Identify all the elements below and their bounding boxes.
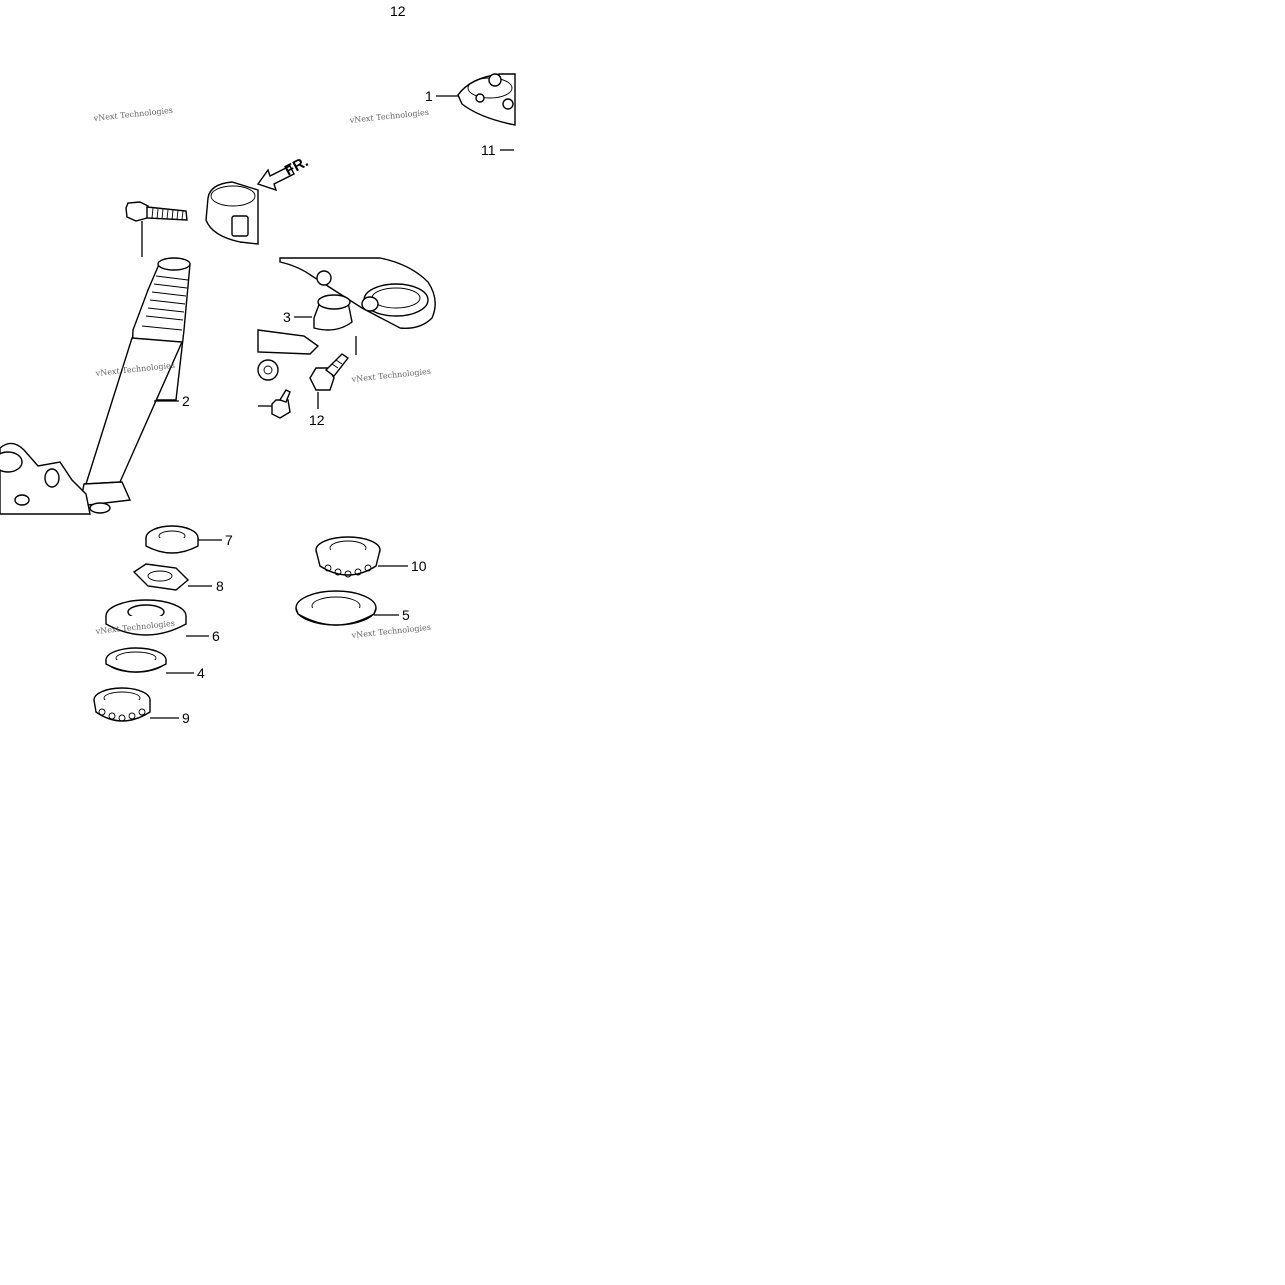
panel-upper: 12 1 11 FR.	[0, 3, 516, 515]
part-6-adjusting-nut[interactable]	[105, 599, 187, 636]
part-2-steering-stem[interactable]	[79, 257, 191, 507]
lower-triple-clamp[interactable]	[0, 442, 111, 515]
part-7-lock-nut[interactable]	[145, 525, 199, 554]
part-3-collar[interactable]	[313, 294, 353, 331]
watermark-2: vNext Technologies	[348, 108, 429, 125]
callout-4[interactable]: 4	[197, 665, 205, 681]
watermark-1: vNext Technologies	[92, 106, 173, 123]
callout-8[interactable]: 8	[216, 578, 224, 594]
callout-2[interactable]: 2	[182, 393, 190, 409]
callout-12[interactable]: 12	[309, 412, 325, 428]
small-bolt[interactable]	[271, 389, 291, 419]
part-9-bearing[interactable]	[93, 687, 151, 722]
panel-lower: 7 8 6 4	[93, 525, 431, 726]
upper-clamp-fragment[interactable]	[205, 181, 259, 245]
callout-7[interactable]: 7	[225, 532, 233, 548]
callout-12-top[interactable]: 12	[390, 3, 406, 19]
part-5-outer-race[interactable]	[295, 590, 377, 626]
watermark-4: vNext Technologies	[350, 367, 431, 384]
part-1-top-cap[interactable]	[457, 73, 516, 126]
callout-6[interactable]: 6	[212, 628, 220, 644]
watermark-6: vNext Technologies	[350, 623, 431, 640]
part-8-lock-washer[interactable]	[132, 563, 190, 591]
part-12-bolt[interactable]	[309, 353, 350, 391]
part-10-bearing[interactable]	[315, 536, 381, 578]
callout-9[interactable]: 9	[182, 710, 190, 726]
part-4-dust-seal[interactable]	[105, 647, 167, 673]
bracket-plate[interactable]	[257, 329, 320, 381]
top-bridge[interactable]	[279, 257, 436, 329]
callout-1[interactable]: 1	[425, 88, 433, 104]
pinch-bolt-upper[interactable]	[125, 201, 188, 222]
callout-5[interactable]: 5	[402, 607, 410, 623]
front-direction-arrow: FR.	[256, 153, 311, 192]
callout-3[interactable]: 3	[283, 309, 291, 325]
callout-10[interactable]: 10	[411, 558, 427, 574]
callout-11[interactable]: 11	[481, 142, 496, 158]
watermark-group-lower: vNext Technologies vNext Technologies	[94, 619, 431, 640]
